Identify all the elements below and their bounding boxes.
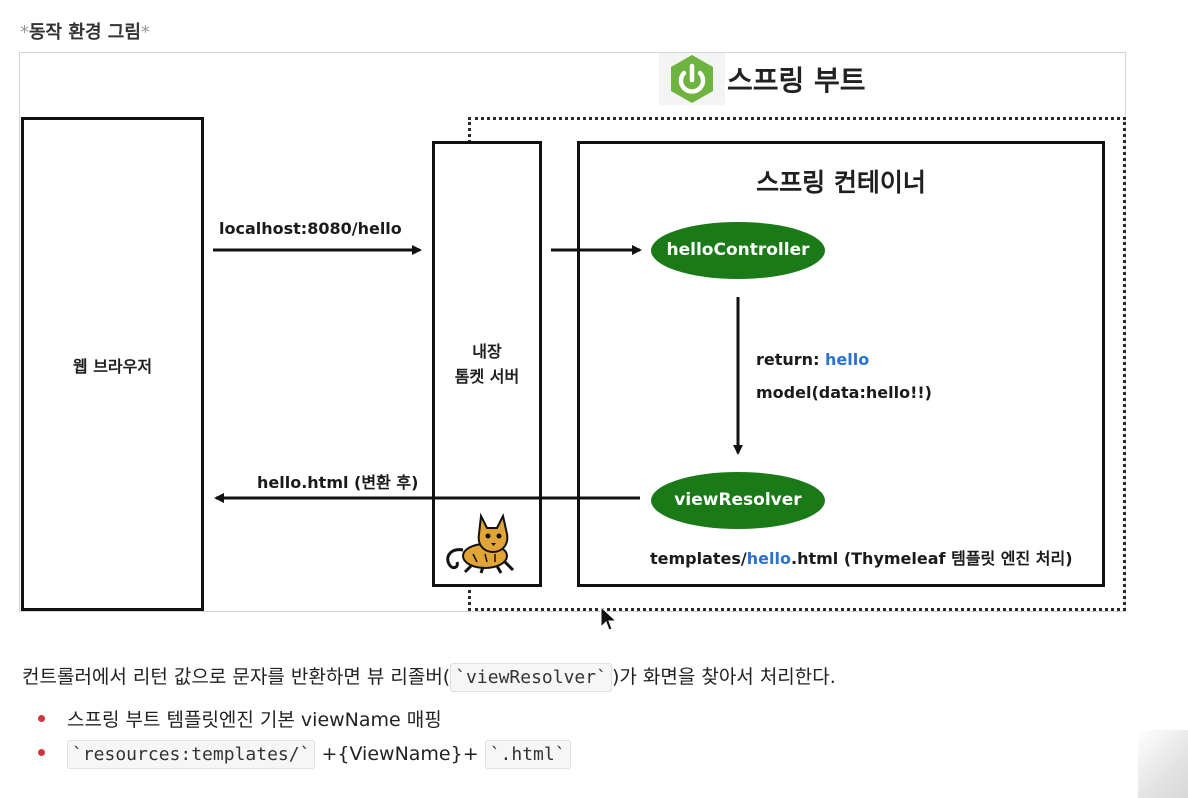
spring-boot-title: 스프링 부트 <box>727 64 866 97</box>
model-label: model(data:hello!!) <box>756 383 932 402</box>
paragraph-text-after: )가 화면을 찾아서 처리한다. <box>611 666 836 688</box>
return-prefix: return: <box>756 350 826 369</box>
corner-shadow <box>1138 730 1188 798</box>
inline-code-html-ext: `.html` <box>484 740 571 769</box>
inline-code-resources-path: `resources:templates/` <box>67 740 316 769</box>
tomcat-server-label: 내장 톰켓 서버 <box>432 339 542 389</box>
template-suffix: .html (Thymeleaf 템플릿 엔진 처리) <box>790 549 1073 568</box>
response-label: hello.html (변환 후) <box>257 473 419 492</box>
bullet-item-2: `resources:templates/` +{ViewName}+ `.ht… <box>38 740 571 769</box>
description-paragraph: 컨트롤러에서 리턴 값으로 문자를 반환하면 뷰 리졸버(`viewResolv… <box>22 662 836 692</box>
tomcat-label-line2: 톰켓 서버 <box>454 367 520 386</box>
return-value: hello <box>825 350 870 369</box>
bullet-2-middle-text: +{ViewName}+ <box>321 743 479 765</box>
tomcat-server-box <box>432 141 542 587</box>
bullet-item-1: 스프링 부트 템플릿엔진 기본 viewName 매핑 <box>38 705 442 732</box>
web-browser-label: 웹 브라우저 <box>72 357 153 376</box>
template-highlight: hello <box>746 549 791 568</box>
view-resolver-node: viewResolver <box>651 472 825 529</box>
caption-star-close: * <box>140 22 150 43</box>
template-path-label: templates/hello.html (Thymeleaf 템플릿 엔진 처… <box>650 545 1073 569</box>
figure-caption: *동작 환경 그림* <box>20 18 150 44</box>
bullet-1-text: 스프링 부트 템플릿엔진 기본 viewName 매핑 <box>67 709 442 731</box>
caption-star-open: * <box>20 22 29 43</box>
paragraph-text-before: 컨트롤러에서 리턴 값으로 문자를 반환하면 뷰 리졸버( <box>22 666 451 688</box>
web-browser-box <box>21 117 204 611</box>
bullet-dot-icon <box>38 749 45 756</box>
inline-code-viewresolver: `viewResolver` <box>450 663 612 692</box>
return-label: return: hello <box>756 350 869 369</box>
caption-text: 동작 환경 그림 <box>29 22 141 43</box>
mouse-cursor-icon <box>600 605 618 631</box>
bullet-dot-icon <box>38 715 45 722</box>
tomcat-label-line1: 내장 <box>472 342 502 361</box>
template-prefix: templates/ <box>650 549 747 568</box>
tomcat-cat-logo-icon <box>446 512 515 574</box>
spring-boot-power-icon <box>659 53 725 105</box>
spring-container-title: 스프링 컨테이너 <box>756 168 926 197</box>
hello-controller-node: helloController <box>651 222 825 279</box>
request-url-label: localhost:8080/hello <box>219 219 402 238</box>
